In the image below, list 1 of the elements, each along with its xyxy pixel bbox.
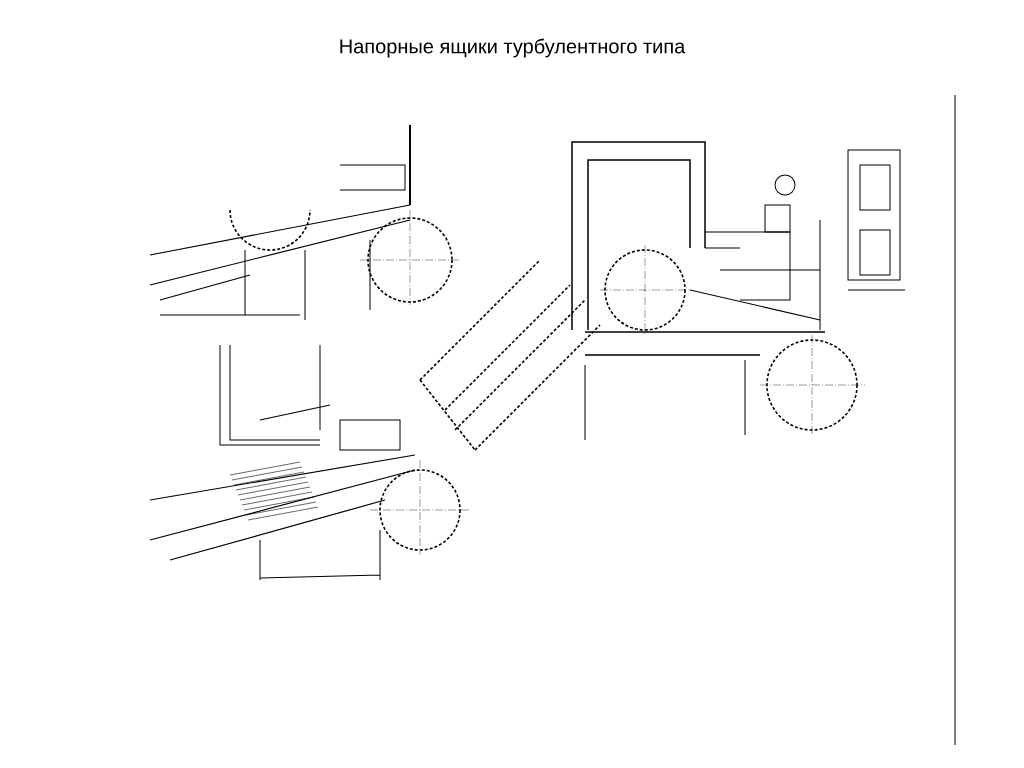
title: Напорные ящики турбулентного типа	[340, 38, 686, 58]
